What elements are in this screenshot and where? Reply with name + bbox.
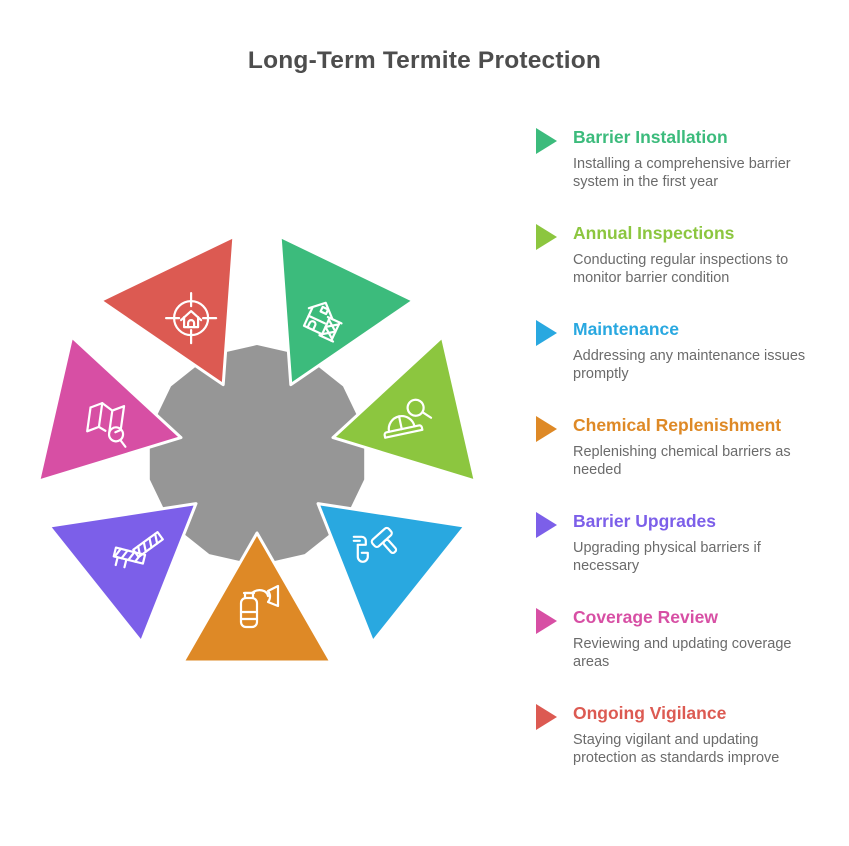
- house-scaffolding-icon: [302, 301, 343, 343]
- legend-item-description: Conducting regular inspections to monito…: [573, 252, 789, 286]
- legend-item-title: Chemical Replenishment: [573, 415, 782, 435]
- legend-item-annual-inspections: Annual Inspections Conducting regular in…: [536, 223, 826, 319]
- repair-tools-icon: [352, 526, 398, 563]
- legend-item-title: Barrier Upgrades: [573, 511, 716, 531]
- page-title: Long-Term Termite Protection: [247, 47, 602, 74]
- triangle-chemical-replenishment: [181, 531, 333, 664]
- legend: Barrier Installation Installing a compre…: [536, 127, 826, 799]
- legend-item-ongoing-vigilance: Ongoing Vigilance Staying vigilant and u…: [536, 703, 826, 799]
- legend-item-barrier-upgrades: Barrier Upgrades Upgrading physical barr…: [536, 511, 826, 607]
- home-target-icon: [165, 291, 218, 345]
- legend-item-title: Annual Inspections: [573, 223, 735, 243]
- triangle-ongoing-vigilance: [99, 234, 236, 387]
- legend-item-coverage-review: Coverage Review Reviewing and updating c…: [536, 607, 826, 703]
- triangle-barrier-installation: [278, 234, 415, 387]
- arrow-right-icon: [536, 128, 557, 154]
- arrow-right-icon: [536, 512, 557, 538]
- legend-item-description: Upgrading physical barriers if necessary: [573, 540, 761, 574]
- arrow-right-icon: [536, 608, 557, 634]
- arrow-right-icon: [536, 320, 557, 346]
- arrow-right-icon: [536, 704, 557, 730]
- legend-item-description: Installing a comprehensive barrier syste…: [573, 156, 791, 190]
- legend-item-description: Addressing any maintenance issues prompt…: [573, 348, 806, 382]
- arrow-right-icon: [536, 224, 557, 250]
- triangle-barrier-upgrades: [47, 502, 198, 644]
- center-polygon: [149, 345, 365, 565]
- barrier-planks-icon: [112, 531, 164, 569]
- legend-item-barrier-installation: Barrier Installation Installing a compre…: [536, 127, 826, 223]
- map-magnifier-icon: [86, 402, 127, 448]
- legend-item-title: Barrier Installation: [573, 127, 728, 147]
- legend-item-description: Replenishing chemical barriers as needed: [573, 444, 791, 478]
- spray-canister-icon: [239, 584, 280, 629]
- legend-item-title: Ongoing Vigilance: [573, 703, 727, 723]
- legend-item-maintenance: Maintenance Addressing any maintenance i…: [536, 319, 826, 415]
- triangle-annual-inspections: [331, 335, 477, 483]
- legend-item-title: Coverage Review: [573, 607, 718, 627]
- legend-item-description: Staying vigilant and updating protection…: [573, 732, 780, 766]
- triangle-maintenance: [316, 502, 467, 644]
- legend-item-description: Reviewing and updating coverage areas: [573, 636, 792, 670]
- arrow-right-icon: [536, 416, 557, 442]
- legend-item-chemical-replenishment: Chemical Replenishment Replenishing chem…: [536, 415, 826, 511]
- helmet-magnifier-icon: [383, 398, 433, 439]
- termite-protection-cycle-diagram: [17, 225, 497, 685]
- legend-item-title: Maintenance: [573, 319, 679, 339]
